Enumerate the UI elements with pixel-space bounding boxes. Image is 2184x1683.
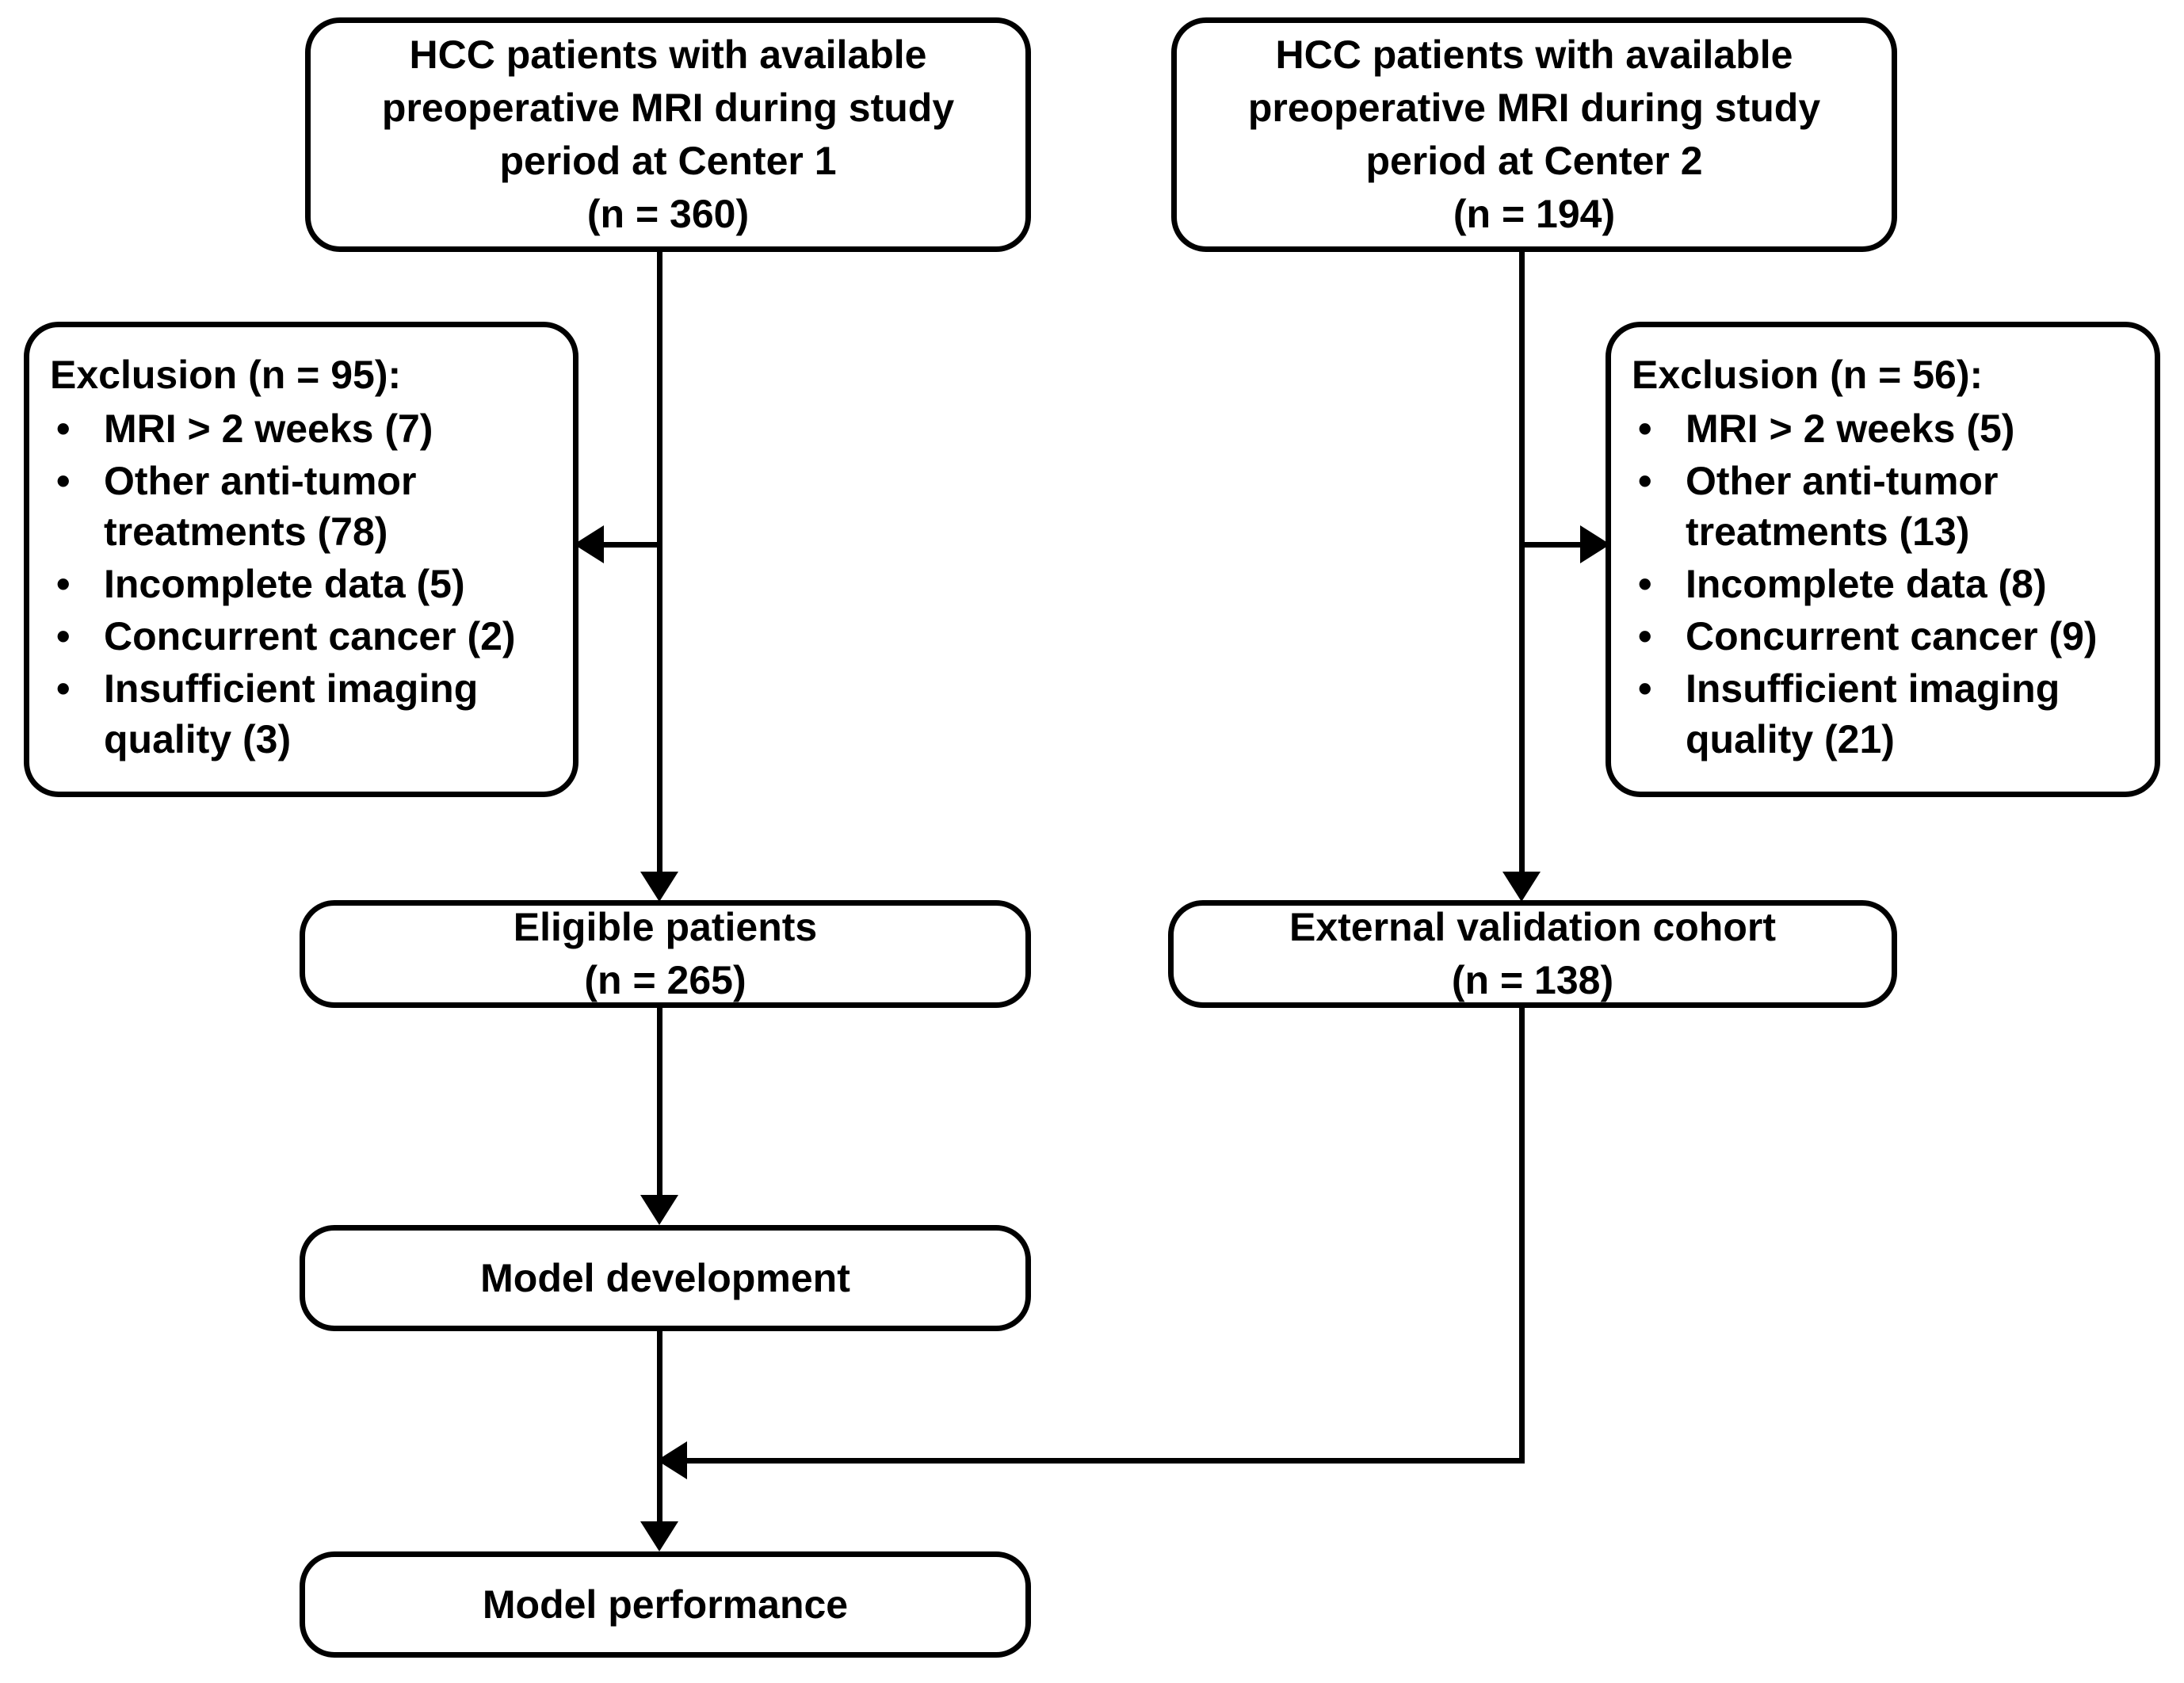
node-line: period at Center 2	[1365, 139, 1703, 183]
node-count: (n = 265)	[584, 958, 746, 1002]
connector-junction-to-performance	[657, 1460, 662, 1523]
bullet-icon: •	[56, 666, 71, 711]
node-line: HCC patients with available	[409, 32, 927, 77]
bullet-icon: •	[1638, 459, 1652, 503]
exclusion-item-text: Incomplete data (5)	[104, 562, 465, 606]
exclusion-item-text: Concurrent cancer (2)	[104, 614, 516, 658]
arrowhead-center2-exclusion	[1580, 525, 1610, 563]
exclusion-list-item: • Other anti-tumor treatments (13)	[1632, 456, 2134, 557]
exclusion-item-text-cont: treatments (13)	[1686, 509, 1970, 554]
exclusion-list-item: • MRI > 2 weeks (5)	[1632, 403, 2134, 454]
bullet-icon: •	[1638, 406, 1652, 451]
arrowhead-external-validation-join	[657, 1441, 687, 1479]
exclusion-title: Exclusion (n = 56):	[1632, 353, 1984, 397]
bullet-icon: •	[56, 406, 71, 451]
exclusion-item-text: Other anti-tumor	[1686, 459, 1999, 503]
node-line: preoperative MRI during study	[381, 86, 955, 130]
connector-external-validation-down	[1519, 1008, 1525, 1464]
arrowhead-to-model-performance	[640, 1521, 678, 1551]
exclusion-item-text: Incomplete data (8)	[1686, 562, 2047, 606]
connector-eligible-to-model-development	[657, 1008, 662, 1196]
bullet-icon: •	[56, 614, 71, 658]
arrowhead-center1-exclusion	[574, 525, 604, 563]
exclusion-list-item: • Insufficient imaging quality (3)	[50, 663, 552, 765]
exclusion-item-text: Other anti-tumor	[104, 459, 417, 503]
arrowhead-center2-to-external	[1502, 872, 1541, 902]
node-line: External validation cohort	[1289, 905, 1776, 949]
arrowhead-eligible-to-model-development	[640, 1195, 678, 1225]
node-exclusion-center-1[interactable]: Exclusion (n = 95): • MRI > 2 weeks (7) …	[24, 322, 578, 797]
exclusion-item-text: MRI > 2 weeks (5)	[1686, 406, 2015, 451]
bullet-icon: •	[56, 459, 71, 503]
node-model-development[interactable]: Model development	[300, 1225, 1031, 1331]
node-line: period at Center 1	[499, 139, 837, 183]
connector-external-validation-across	[685, 1458, 1525, 1464]
node-count: (n = 360)	[586, 192, 750, 236]
exclusion-list-item: • Concurrent cancer (2)	[50, 611, 552, 662]
exclusion-item-text-cont: treatments (78)	[104, 509, 388, 554]
node-exclusion-center-2[interactable]: Exclusion (n = 56): • MRI > 2 weeks (5) …	[1606, 322, 2160, 797]
node-count: (n = 138)	[1451, 958, 1614, 1002]
exclusion-list-item: • Insufficient imaging quality (21)	[1632, 663, 2134, 765]
exclusion-item-text: MRI > 2 weeks (7)	[104, 406, 433, 451]
exclusion-list-item: • Other anti-tumor treatments (78)	[50, 456, 552, 557]
exclusion-item-text: Insufficient imaging	[104, 666, 479, 711]
exclusion-item-text: Insufficient imaging	[1686, 666, 2060, 711]
connector-center1-trunk	[657, 252, 662, 873]
bullet-icon: •	[1638, 614, 1652, 658]
bullet-icon: •	[1638, 562, 1652, 606]
exclusion-list-item: • Incomplete data (5)	[50, 559, 552, 609]
exclusion-list-item: • Incomplete data (8)	[1632, 559, 2134, 609]
connector-center2-trunk	[1519, 252, 1525, 873]
exclusion-list: • MRI > 2 weeks (7) • Other anti-tumor t…	[50, 403, 552, 765]
node-count: (n = 194)	[1453, 192, 1616, 236]
node-source-center-2[interactable]: HCC patients with available preoperative…	[1171, 17, 1897, 252]
connector-model-development-to-performance	[657, 1331, 662, 1523]
connector-center2-exclusion	[1525, 542, 1582, 548]
arrowhead-center1-to-eligible	[640, 872, 678, 902]
exclusion-item-text-cont: quality (21)	[1686, 717, 1895, 761]
node-source-center-1[interactable]: HCC patients with available preoperative…	[305, 17, 1031, 252]
exclusion-item-text-cont: quality (3)	[104, 717, 292, 761]
exclusion-list-item: • Concurrent cancer (9)	[1632, 611, 2134, 662]
node-line: Model development	[480, 1255, 850, 1300]
node-model-performance[interactable]: Model performance	[300, 1551, 1031, 1658]
node-external-validation-cohort[interactable]: External validation cohort (n = 138)	[1168, 900, 1897, 1008]
node-eligible-patients[interactable]: Eligible patients (n = 265)	[300, 900, 1031, 1008]
exclusion-list-item: • MRI > 2 weeks (7)	[50, 403, 552, 454]
node-line: HCC patients with available	[1275, 32, 1793, 77]
node-line: Eligible patients	[513, 905, 818, 949]
connector-center1-exclusion	[602, 542, 659, 548]
node-line: preoperative MRI during study	[1247, 86, 1821, 130]
bullet-icon: •	[56, 562, 71, 606]
bullet-icon: •	[1638, 666, 1652, 711]
exclusion-item-text: Concurrent cancer (9)	[1686, 614, 2098, 658]
exclusion-list: • MRI > 2 weeks (5) • Other anti-tumor t…	[1632, 403, 2134, 765]
node-line: Model performance	[482, 1582, 849, 1627]
exclusion-title: Exclusion (n = 95):	[50, 353, 402, 397]
